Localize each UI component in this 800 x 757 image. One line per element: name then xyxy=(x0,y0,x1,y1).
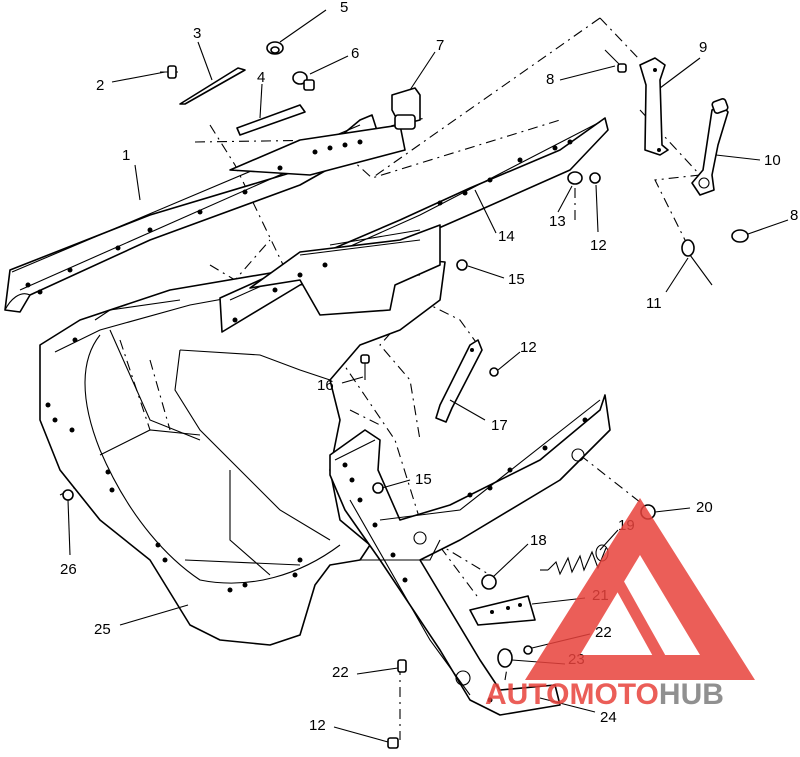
callout-3: 3 xyxy=(193,25,201,42)
leader-lines xyxy=(67,9,789,743)
callout-20: 20 xyxy=(696,499,713,516)
part-3-blade xyxy=(179,67,246,105)
watermark-inner-mark-icon xyxy=(608,560,668,660)
watermark-word-moto: MOTO xyxy=(569,678,658,711)
callout-18: 18 xyxy=(530,532,547,549)
callout-11: 11 xyxy=(646,295,662,312)
part-1-top-rail xyxy=(4,114,406,313)
callout-16: 16 xyxy=(317,377,334,394)
watermark-word-auto: AUTO xyxy=(485,678,569,711)
part-14-upper-bracket xyxy=(219,117,609,333)
part-21-plate xyxy=(469,595,536,626)
callout-5: 5 xyxy=(340,0,348,16)
callout-12-mid: 12 xyxy=(520,339,537,356)
callout-22-left: 22 xyxy=(332,664,349,681)
callout-15-upper: 15 xyxy=(508,271,525,288)
part-10-link xyxy=(691,98,729,196)
callout-12-bottom: 12 xyxy=(309,717,326,734)
svg-text:AUTOMOTOHUB: AUTOMOTOHUB xyxy=(485,678,724,711)
callout-25: 25 xyxy=(94,621,111,638)
part-17-bracket xyxy=(435,339,483,423)
callout-22-right: 22 xyxy=(595,624,612,641)
callout-7: 7 xyxy=(436,37,444,54)
callout-2: 2 xyxy=(96,77,104,94)
callout-14: 14 xyxy=(498,228,515,245)
callout-1: 1 xyxy=(122,147,130,164)
callout-10: 10 xyxy=(764,152,781,169)
callout-12-upper: 12 xyxy=(590,237,607,254)
callout-4: 4 xyxy=(257,69,265,86)
part-7-bracket xyxy=(391,87,421,130)
callout-6: 6 xyxy=(351,45,359,62)
callout-13: 13 xyxy=(549,213,566,230)
callout-24: 24 xyxy=(600,709,617,726)
callout-15-lower: 15 xyxy=(415,471,432,488)
watermark-triangle-icon xyxy=(525,498,755,680)
callout-8-right: 8 xyxy=(790,207,798,224)
watermark-word-hub: HUB xyxy=(659,678,724,711)
callout-26: 26 xyxy=(60,561,77,578)
callout-8-top: 8 xyxy=(546,71,554,88)
callout-17: 17 xyxy=(491,417,508,434)
callout-9: 9 xyxy=(699,39,707,56)
part-24-side-rail xyxy=(329,394,611,716)
automotohub-watermark: AUTOMOTOHUB xyxy=(485,498,755,711)
part-4-strip xyxy=(236,104,306,136)
part-9-vertical-bracket xyxy=(639,57,669,156)
